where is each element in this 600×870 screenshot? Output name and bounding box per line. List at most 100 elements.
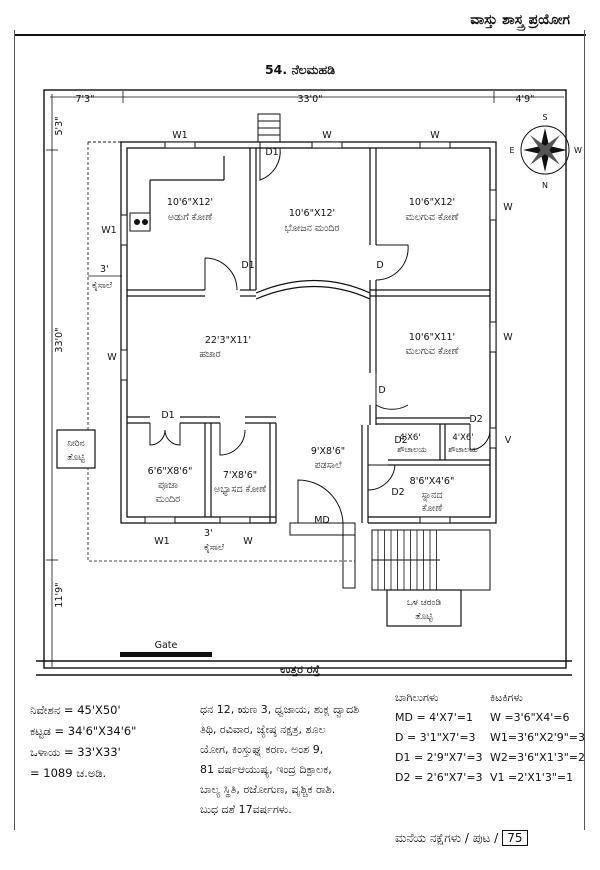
window-label-w1-top: W1 [172,130,187,141]
window-label-w1-left: W1 [101,225,116,236]
site-area-notes: ನಿವೇಶನ = 45'X50' ಕಟ್ಟಡ = 34'6"X34'6" ಒಳಾ… [30,700,136,784]
note-line: ಯೋಗ, ಕಿಂಸ್ತುಘ್ನ ಕರಣ. ಅಂಶ 9, [200,743,324,756]
window-label-w1-bottom: W1 [154,536,169,547]
note-line: ಬುಧ ದಶೆ 17ವರ್ಷಗಳು. [200,803,292,816]
door-label-d2-wc: D2 [394,435,407,446]
window-row: W2=3'6"X1'3"=2 [490,751,586,764]
interior-walls [127,148,490,523]
compass-e: E [509,146,514,155]
back-steps [257,113,281,143]
note-line: ತಿಥಿ, ರವಿವಾರ, ಜ್ಯೇಷ್ಠ ನಕ್ಷತ್ರ, ಶೂಲ [200,723,326,736]
porch-size: 9'X8'6" [311,446,345,457]
kitchen-label: ಅಡುಗೆ ಕೋಣೆ [168,212,213,223]
note-line: ಧನ 12, ಋಣ 3, ಧ್ವಜಾಯ, ಶುಕ್ಲ ದ್ವಾದಶಿ [200,703,360,716]
bed2-label: ಮಲಗುವ ಕೋಣೆ [406,346,459,357]
verandah-label-1: ಕೈಸಾಲೆ [92,281,113,291]
window-label-w-right1: W [503,202,513,213]
note-line: 81 ವರ್ಷಆಯುಷ್ಯ, ಇಂದ್ರ ದಿಕ್ಪಾಲಕ, [200,763,332,776]
header-rule [14,34,586,36]
sump-label-2: ತೊಟ್ಟಿ [67,453,85,463]
doors-title: ಬಾಗಿಲುಗಳು [395,691,439,704]
window-label-w-top2: W [430,130,440,141]
compass-w: W [574,146,582,155]
bed1-label: ಮಲಗುವ ಕೋಣೆ [406,212,459,223]
kitchen-size: 10'6"X12' [167,197,213,208]
window-row: W =3'6"X4'=6 [490,711,570,724]
door-label-d2-wc2: D2 [469,414,482,425]
verandah-label-2: ಕೈಸಾಲೆ [204,543,225,553]
window-label-w-left: W [107,352,117,363]
windows-title: ಕಿಟಕಿಗಳು [490,691,523,704]
verandah-dim-2: 3' [204,528,213,539]
bath-size: 8'6"X4'6" [410,476,455,487]
bed2-size: 10'6"X11' [409,332,455,343]
doors-table: ಬಾಗಿಲುಗಳು MD = 4'X7'=1 D = 3'1"X7'=3 D1 … [395,688,483,788]
wc2-size: 4'X6' [452,433,473,443]
note-line: ಕಟ್ಟಡ = 34'6"X34'6" [30,724,137,738]
dim-left-top: 5'3" [54,116,65,135]
dining-size: 10'6"X12' [289,208,335,219]
gate [120,652,212,657]
plan-title: 54. ನೆಲಮಹಡಿ [265,62,335,77]
study-label: ಅಭ್ಯಾಸದ ಕೋಣೆ [214,484,267,496]
bath-label-2: ಕೋಣೆ [422,503,443,514]
road-label: ಉತ್ತರ ರಸ್ತೆ [280,663,320,677]
page-footer: ಮನೆಯ ನಕ್ಷೆಗಳು / ಪುಟ /75 [395,830,528,846]
bath-label-1: ಸ್ನಾನದ [421,490,443,501]
dim-top-right: 4'9" [515,94,534,105]
window-label-w-bottom: W [243,536,253,547]
porch-label: ಪಡಸಾಲೆ [314,460,342,471]
door-row: D2 = 2'6"X7'=3 [395,771,483,784]
staircase [371,529,491,591]
sump-label-1: ನೀರಿನ [67,439,84,449]
running-title: ವಾಸ್ತು ಶಾಸ್ತ್ರ ಪ್ರಯೋಗ [470,12,570,28]
door-row: D = 3'1"X7'=3 [395,731,476,744]
windows-table: ಕಿಟಕಿಗಳು W =3'6"X4'=6 W1=3'6"X2'9"=3 W2=… [490,688,585,788]
bed1-size: 10'6"X12' [409,197,455,208]
door-label-d2-bath: D2 [391,487,404,498]
compass-n: N [542,181,548,190]
dim-top-left: 7'3" [75,94,94,105]
pooja-label-1: ಪೂಜಾ [158,480,179,491]
tank-label-1: ಒಳ ಚರಂಡಿ [407,598,442,608]
pooja-label-2: ಮಂದಿರ [156,494,180,505]
dim-left-bottom: 11'9" [54,582,65,607]
drain-tank [386,589,462,627]
page-header: ವಾಸ್ತು ಶಾಸ್ತ್ರ ಪ್ರಯೋಗ [0,0,600,40]
window-label-w-top1: W [322,130,332,141]
compass-rose [520,125,570,175]
study-size: 7'X8'6" [223,470,257,481]
dimension-lines [46,91,564,667]
tank-label-2: ತೊಟ್ಟಿ [415,612,433,622]
wc1-size: 4'X6' [399,433,420,443]
note-line: ಬಾಲ್ಯ ಸ್ಥಿತಿ, ರಜೋಗುಣ, ವೃಶ್ಚಿಕ ರಾಶಿ. [200,783,336,796]
right-margin-rule [584,30,585,830]
door-label-d-bed1: D [376,260,383,271]
window-row: W1=3'6"X2'9"=3 [490,731,586,744]
note-line: = 1089 ಚ.ಅಡಿ. [30,766,107,780]
window-row: V1 =2'X1'3"=1 [490,771,574,784]
water-sump [56,429,96,469]
gate-label: Gate [155,640,178,651]
door-swings [149,142,491,524]
dining-label: ಭೋಜನ ಮಂದಿರ [285,223,340,234]
pooja-size: 6'6"X8'6" [148,466,193,477]
hall-size: 22'3"X11' [205,335,251,346]
door-label-md: MD [314,515,330,526]
compass-s: S [542,113,547,122]
door-label-d1-kitchen: D1 [241,260,254,271]
verandah-dim-1: 3' [100,264,109,275]
page-number: 75 [502,830,528,846]
footer-text: ಮನೆಯ ನಕ್ಷೆಗಳು / ಪುಟ / [395,831,499,845]
wc1-label: ಶೌಚಾಲಯ [397,445,427,454]
window-label-w-right2: W [503,332,513,343]
note-line: ನಿವೇಶನ = 45'X50' [30,703,121,717]
astrology-notes: ಧನ 12, ಋಣ 3, ಧ್ವಜಾಯ, ಶುಕ್ಲ ದ್ವಾದಶಿ ತಿಥಿ,… [200,700,359,820]
window-label-v: V [505,435,512,446]
dim-top-mid: 33'0" [297,94,322,105]
door-label-d-bed2: D [378,385,385,396]
hall-label: ಹಜಾರ [199,349,220,360]
main-steps [289,522,356,589]
left-margin-rule [14,30,15,830]
door-label-d1-back: D1 [265,147,278,158]
